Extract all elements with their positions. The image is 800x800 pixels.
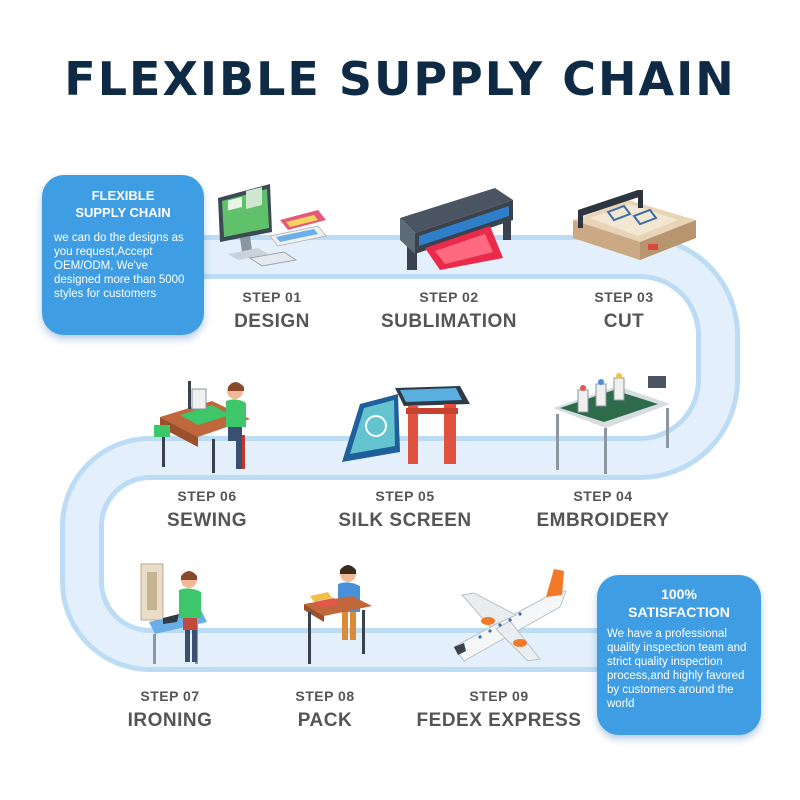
intro-heading-line2: SUPPLY CHAIN [75, 205, 171, 220]
step-06-name: SEWING [166, 510, 248, 531]
satisfaction-card-heading: 100% SATISFACTION [597, 585, 761, 621]
satisfaction-heading-line2: SATISFACTION [628, 604, 730, 620]
step-01-name: DESIGN [234, 311, 310, 332]
step-01: STEP 01 DESIGN [172, 289, 372, 333]
step-03-number: STEP 03 [594, 289, 654, 305]
step-05-number: STEP 05 [375, 488, 435, 504]
step-06-number: STEP 06 [177, 488, 237, 504]
step-08-name: PACK [297, 710, 353, 731]
intro-card-body: we can do the designs as you request,Acc… [54, 232, 185, 300]
step-04: STEP 04 EMBROIDERY [503, 488, 703, 532]
step-08-number: STEP 08 [295, 688, 355, 704]
satisfaction-card: 100% SATISFACTION We have a professional… [597, 575, 761, 735]
cutting-machine-icon [573, 190, 696, 260]
satisfaction-heading-line1: 100% [661, 586, 697, 602]
step-03: STEP 03 CUT [524, 289, 724, 333]
step-05: STEP 05 SILK SCREEN [305, 488, 505, 532]
step-02-number: STEP 02 [419, 289, 479, 305]
step-05-name: SILK SCREEN [338, 510, 472, 531]
step-07-name: IRONING [127, 710, 213, 731]
sublimation-printer-icon [400, 188, 513, 270]
step-02-name: SUBLIMATION [380, 311, 518, 332]
step-09-name: FEDEX EXPRESS [416, 710, 582, 731]
step-07: STEP 07 IRONING [70, 688, 270, 732]
step-03-name: CUT [603, 311, 645, 332]
intro-card: FLEXIBLE SUPPLY CHAIN we can do the desi… [42, 175, 204, 335]
page-title: FLEXIBLE SUPPLY CHAIN [64, 52, 736, 106]
embroidery-machine-icon [553, 373, 670, 474]
silk-screen-press-icon [342, 386, 470, 464]
intro-heading-line1: FLEXIBLE [91, 188, 155, 203]
packing-worker-icon [304, 565, 372, 664]
step-04-name: EMBROIDERY [536, 510, 670, 531]
step-06: STEP 06 SEWING [107, 488, 307, 532]
design-workstation-icon [218, 184, 327, 267]
ironing-worker-icon [140, 563, 207, 664]
airplane-icon [453, 569, 567, 662]
intro-card-heading: FLEXIBLE SUPPLY CHAIN [42, 187, 204, 221]
step-02: STEP 02 SUBLIMATION [349, 289, 549, 333]
step-09-number: STEP 09 [469, 688, 529, 704]
sewing-worker-icon [154, 381, 250, 473]
step-04-number: STEP 04 [573, 488, 633, 504]
step-01-number: STEP 01 [242, 289, 302, 305]
step-07-number: STEP 07 [140, 688, 200, 704]
satisfaction-card-body: We have a professional quality inspectio… [607, 628, 747, 710]
step-09: STEP 09 FEDEX EXPRESS [399, 688, 599, 732]
step-08: STEP 08 PACK [225, 688, 425, 732]
